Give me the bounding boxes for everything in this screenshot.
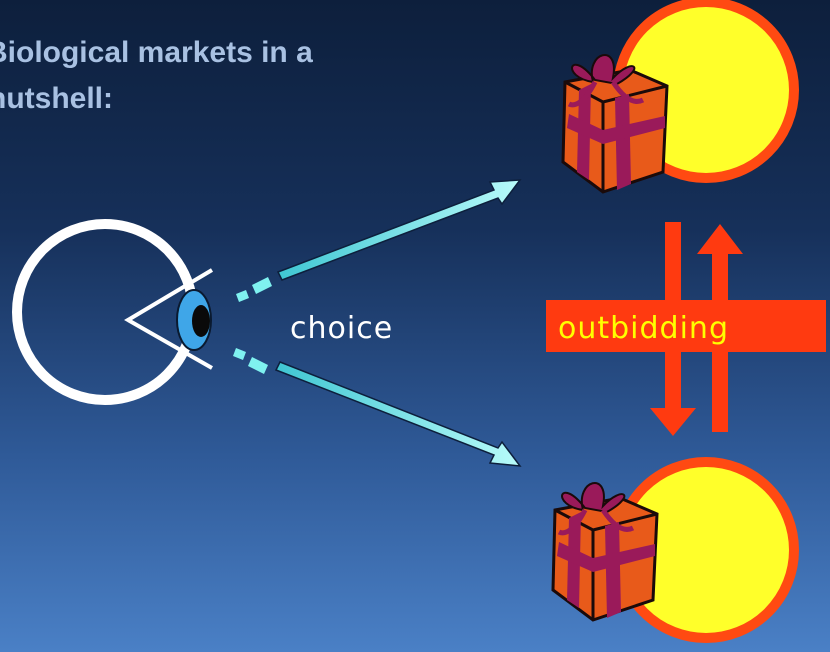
outbidding-box xyxy=(546,300,826,352)
choice-label: choice xyxy=(290,311,393,346)
slide-title: Biological markets in a nutshell: xyxy=(0,30,520,122)
outbidding-label: outbidding xyxy=(558,311,729,346)
title-line-2: nutshell: xyxy=(0,82,113,115)
eye-view-lines xyxy=(124,268,214,370)
choice-arrow-upper xyxy=(236,179,522,302)
chooser xyxy=(12,219,214,405)
eye-icon xyxy=(176,289,212,351)
chooser-circle xyxy=(12,219,198,405)
choice-arrow-lower xyxy=(233,348,522,467)
title-line-1: Biological markets in a xyxy=(0,36,313,69)
gift-icon xyxy=(551,482,659,622)
gift-icon xyxy=(561,54,669,194)
